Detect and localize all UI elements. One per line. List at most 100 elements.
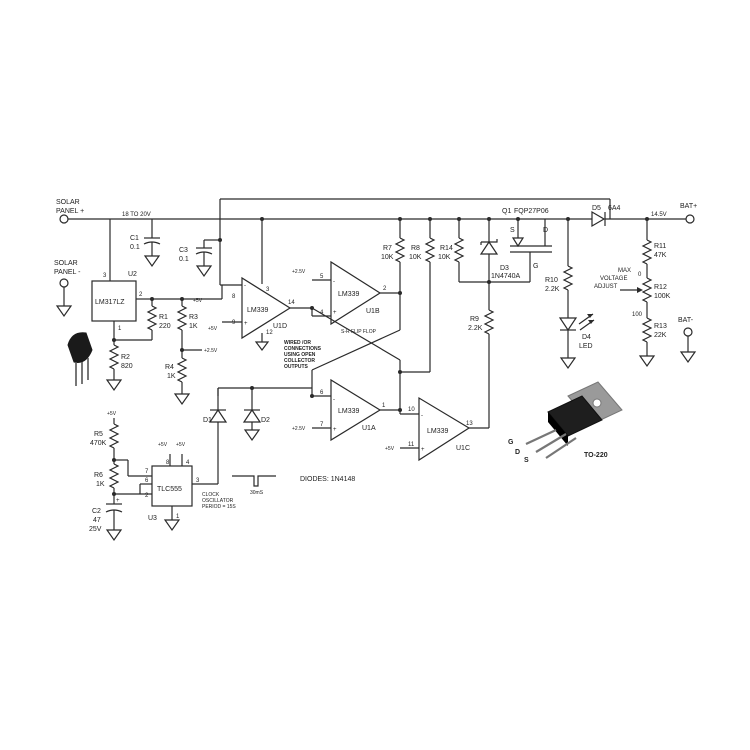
- svg-text:D: D: [543, 227, 548, 234]
- resistor-r13: R13 22K: [638, 317, 667, 368]
- regulator-u2: LM317LZ U2 3 2 1: [91, 219, 152, 340]
- svg-text:820: 820: [121, 363, 133, 370]
- svg-text:1K: 1K: [189, 323, 198, 330]
- svg-text:G: G: [508, 439, 514, 446]
- svg-text:R14: R14: [440, 245, 453, 252]
- resistor-r9: R9 2.2K: [468, 282, 495, 428]
- svg-text:+: +: [333, 427, 337, 433]
- comparator-u1d: - + LM339 U1D 8 3 9 14 12 +5V: [208, 217, 314, 351]
- diode-d5: D5 6A4: [591, 205, 621, 228]
- svg-text:U3: U3: [148, 515, 157, 522]
- sr-flip-flop-label: S-R FLIP FLOP: [341, 329, 377, 335]
- svg-text:PANEL +: PANEL +: [56, 208, 84, 215]
- svg-text:3: 3: [266, 287, 270, 293]
- solar-panel-neg-terminal[interactable]: SOLAR PANEL -: [54, 260, 81, 318]
- svg-text:2.2K: 2.2K: [468, 325, 483, 332]
- svg-text:U1A: U1A: [362, 425, 376, 432]
- capacitor-c1: C1 0.1: [130, 219, 161, 268]
- svg-text:+5V: +5V: [176, 442, 186, 448]
- svg-text:+: +: [116, 498, 120, 504]
- svg-text:U1C: U1C: [456, 445, 470, 452]
- svg-text:10K: 10K: [381, 254, 394, 261]
- max-voltage-adjust-label: MAX VOLTAGE ADJUST: [594, 268, 631, 290]
- svg-text:+5V: +5V: [107, 411, 117, 417]
- svg-text:CONNECTIONS: CONNECTIONS: [284, 346, 322, 352]
- svg-text:-: -: [333, 397, 335, 403]
- resistor-r4: R4 1K: [165, 350, 191, 406]
- svg-text:U1D: U1D: [273, 323, 287, 330]
- svg-text:COLLECTOR: COLLECTOR: [284, 358, 315, 364]
- svg-text:220: 220: [159, 323, 171, 330]
- regulator-output-wires: [150, 297, 222, 301]
- resistor-r8: R8 10K: [409, 217, 436, 372]
- svg-text:2: 2: [145, 493, 149, 499]
- svg-text:R12: R12: [654, 284, 667, 291]
- svg-text:PERIOD = 15S: PERIOD = 15S: [202, 504, 236, 510]
- resistor-r1: R1 220: [112, 299, 171, 342]
- capacitor-c2: + C2 47 25V: [89, 498, 123, 542]
- svg-text:30mS: 30mS: [250, 490, 264, 496]
- svg-text:4: 4: [320, 310, 324, 316]
- svg-text:G: G: [533, 263, 538, 270]
- svg-text:0: 0: [638, 272, 642, 278]
- svg-text:TO-220: TO-220: [584, 452, 608, 459]
- svg-text:5: 5: [320, 274, 324, 280]
- svg-text:FQP27P06: FQP27P06: [514, 208, 549, 215]
- svg-text:MAX: MAX: [618, 268, 631, 274]
- svg-text:D5: D5: [592, 205, 601, 212]
- solar-panel-pos-terminal[interactable]: SOLAR PANEL +: [56, 199, 84, 224]
- mosfet-q1: Q1 FQP27P06 S D G: [502, 208, 552, 282]
- svg-text:9: 9: [232, 320, 236, 326]
- svg-text:8: 8: [166, 460, 170, 466]
- svg-text:LED: LED: [579, 343, 593, 350]
- svg-text:+2.5V: +2.5V: [292, 269, 306, 275]
- clock-oscillator-note: CLOCK OSCILLATOR PERIOD = 15S: [202, 492, 236, 510]
- svg-text:+2.5V: +2.5V: [292, 426, 306, 432]
- to92-package-icon: [67, 332, 93, 386]
- svg-text:7: 7: [320, 422, 324, 428]
- svg-text:BAT+: BAT+: [680, 203, 697, 210]
- svg-text:R2: R2: [121, 354, 130, 361]
- svg-text:D2: D2: [261, 417, 270, 424]
- svg-text:6A4: 6A4: [608, 205, 621, 212]
- svg-text:+5V: +5V: [193, 298, 203, 304]
- battery-neg-terminal[interactable]: BAT-: [678, 317, 697, 364]
- svg-text:LM339: LM339: [338, 408, 360, 415]
- svg-text:-: -: [244, 283, 246, 289]
- svg-text:U2: U2: [128, 271, 137, 278]
- svg-text:D4: D4: [582, 334, 591, 341]
- svg-text:D: D: [515, 449, 520, 456]
- svg-text:OSCILLATOR: OSCILLATOR: [202, 498, 234, 504]
- svg-text:ADJUST: ADJUST: [594, 284, 618, 290]
- svg-text:-: -: [333, 279, 335, 285]
- svg-text:LM339: LM339: [247, 307, 269, 314]
- resistor-r6: R6 1K: [94, 460, 120, 504]
- svg-text:10K: 10K: [438, 254, 451, 261]
- svg-text:0.1: 0.1: [179, 256, 189, 263]
- svg-text:6: 6: [320, 390, 324, 396]
- resistor-r10: R10 2.2K: [545, 217, 574, 318]
- svg-text:USING OPEN: USING OPEN: [284, 352, 316, 358]
- potentiometer-r12[interactable]: R12 100K 0 100: [620, 272, 671, 318]
- svg-text:11: 11: [408, 442, 415, 448]
- svg-text:R3: R3: [189, 314, 198, 321]
- svg-text:S: S: [510, 227, 515, 234]
- svg-text:+: +: [421, 447, 425, 453]
- svg-text:SOLAR: SOLAR: [54, 260, 78, 267]
- svg-text:OUTPUTS: OUTPUTS: [284, 364, 309, 370]
- svg-text:10: 10: [408, 407, 415, 413]
- input-voltage-label: 18 TO 20V: [122, 212, 151, 218]
- diodes-note: DIODES: 1N4148: [300, 476, 355, 483]
- svg-text:R5: R5: [94, 431, 103, 438]
- svg-text:13: 13: [466, 421, 473, 427]
- svg-text:R13: R13: [654, 323, 667, 330]
- svg-text:2: 2: [383, 286, 387, 292]
- svg-text:6: 6: [145, 478, 149, 484]
- svg-text:8: 8: [232, 294, 236, 300]
- svg-text:4: 4: [186, 460, 190, 466]
- svg-text:+: +: [333, 310, 337, 316]
- output-voltage-label: 14.5V: [651, 212, 667, 218]
- svg-text:R4: R4: [165, 364, 174, 371]
- svg-text:2: 2: [139, 292, 143, 298]
- battery-pos-terminal[interactable]: BAT+: [680, 203, 697, 224]
